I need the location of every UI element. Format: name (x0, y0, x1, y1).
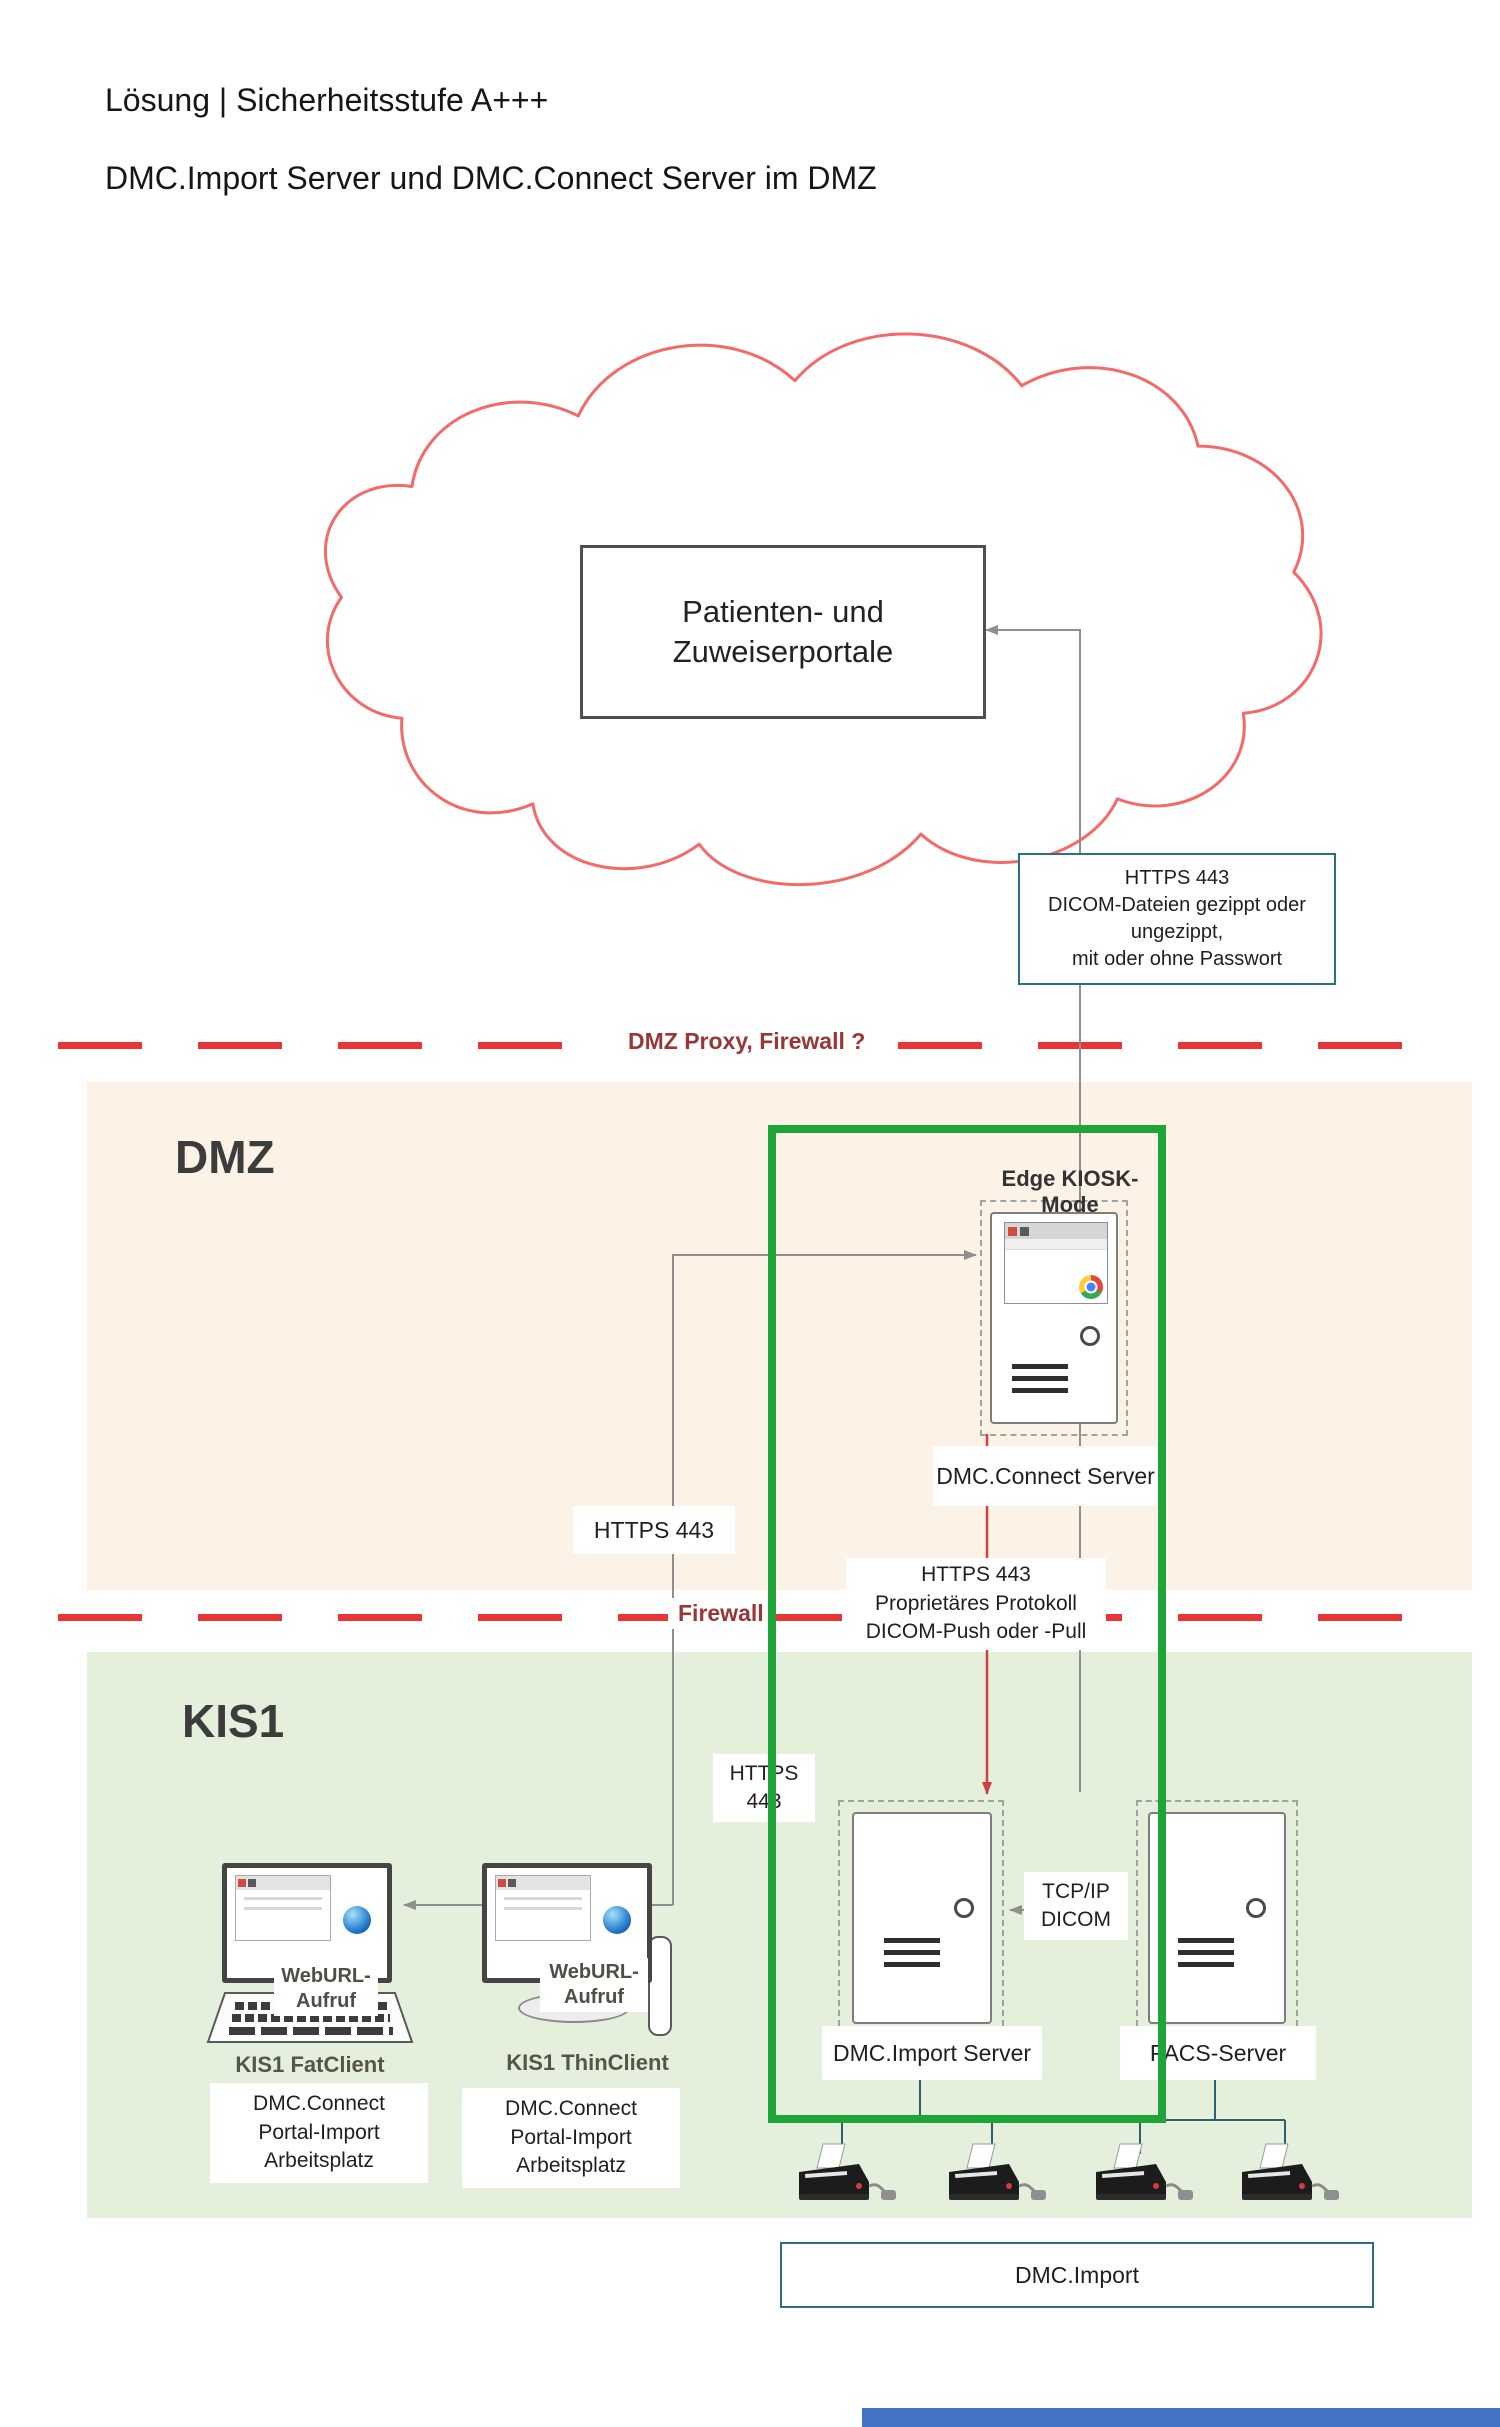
secure-zone-frame (768, 1125, 1166, 2123)
weburl-thin-label: WebURL- Aufruf (540, 1958, 648, 2012)
tcpip-l1: TCP/IP (1042, 1879, 1110, 1903)
https-prop-l3: DICOM-Push oder -Pull (865, 1620, 1087, 1644)
https-kis-l1: HTTPS (729, 1761, 799, 1785)
weburl-fat-l1: WebURL- (281, 1965, 371, 1987)
server-tower-icon (990, 1212, 1118, 1424)
https-connect-label: HTTPS 443 (573, 1506, 735, 1554)
edge-logo-icon (343, 1906, 371, 1934)
thinclient-label: KIS1 ThinClient (506, 2050, 669, 2075)
arbeitsplatz-thin-l3: Arbeitsplatz (516, 2154, 626, 2178)
dmc-connect-server-label: DMC.Connect Server (933, 1446, 1158, 1506)
power-button-icon (1080, 1326, 1100, 1346)
portal-label-line1: Patienten- und (682, 593, 884, 629)
https-portal-annotation: HTTPS 443 DICOM-Dateien gezippt oder ung… (1018, 853, 1336, 985)
https-prop-l2: Proprietäres Protokoll (875, 1591, 1077, 1615)
mini-browser-icon (495, 1875, 591, 1941)
arbeitsplatz-thin-l2: Portal-Import (510, 2125, 632, 2149)
https-portal-l3: ungezippt, (1130, 921, 1224, 943)
fatclient-label: KIS1 FatClient (235, 2052, 385, 2077)
https-proprietary-annotation: HTTPS 443 Proprietäres Protokoll DICOM-P… (846, 1558, 1106, 1650)
pacs-server-node (1136, 1800, 1298, 2036)
edge-browser-icon (1004, 1222, 1108, 1304)
scanner-icon (1242, 2143, 1339, 2200)
https-kis-label: HTTPS 443 (713, 1754, 815, 1822)
https-prop-l1: HTTPS 443 (921, 1563, 1031, 1587)
arbeitsplatz-thin-l1: DMC.Connect (505, 2097, 637, 2121)
footer-accent-bar (862, 2408, 1500, 2427)
firewall-label: Firewall (668, 1598, 774, 1629)
portal-node: Patienten- und Zuweiserportale (580, 545, 986, 719)
fatclient-workstation-label: DMC.Connect Portal-Import Arbeitsplatz (210, 2083, 428, 2183)
dmc-import-server-node (838, 1800, 1004, 2036)
arbeitsplatz-fat-l1: DMC.Connect (253, 2092, 385, 2116)
https-portal-l4: mit oder ohne Passwort (1071, 948, 1283, 970)
server-tower-icon (1148, 1812, 1286, 2024)
page-title: Lösung | Sicherheitsstufe A+++ (105, 82, 549, 118)
dmz-zone-label: DMZ (175, 1131, 275, 1183)
weburl-fat-label: WebURL- Aufruf (274, 1962, 378, 2016)
edge-kiosk-mode-label: Edge KIOSK-Mode (1001, 1166, 1139, 1217)
chrome-logo-icon (1079, 1275, 1103, 1299)
weburl-line-to-edge-server (672, 1250, 977, 1905)
scanner-icon (1096, 2143, 1193, 2200)
page-subtitle: DMC.Import Server und DMC.Connect Server… (105, 160, 877, 196)
power-button-icon (954, 1898, 974, 1918)
dmc-import-group-box: DMC.Import (780, 2242, 1374, 2308)
dmz-zone: DMZ (87, 1082, 1472, 1590)
server-vents-icon (1012, 1364, 1068, 1400)
tcpip-dicom-label: TCP/IP DICOM (1024, 1872, 1128, 1940)
https-portal-l2: DICOM-Dateien gezippt oder (1048, 894, 1306, 916)
power-button-icon (1246, 1898, 1266, 1918)
server-vents-icon (884, 1938, 940, 1974)
server-vents-icon (1178, 1938, 1234, 1974)
kis1-zone-label: KIS1 (182, 1695, 285, 1747)
thinclient-workstation-label: DMC.Connect Portal-Import Arbeitsplatz (462, 2088, 680, 2188)
scanner-icon (799, 2143, 896, 2200)
weburl-thin-l1: WebURL- (549, 1961, 639, 1983)
portal-label-line2: Zuweiserportale (672, 634, 894, 669)
edge-logo-icon (603, 1906, 631, 1934)
tcpip-l2: DICOM (1041, 1908, 1111, 1931)
https-portal-l1: HTTPS 443 (1124, 867, 1230, 889)
server-tower-icon (852, 1812, 992, 2024)
weburl-thin-l2: Aufruf (564, 1986, 624, 2008)
arbeitsplatz-fat-l2: Portal-Import (258, 2120, 380, 2144)
dmc-connect-server-node (980, 1200, 1128, 1436)
thinclient-tower-icon (648, 1936, 672, 2036)
mini-browser-icon (235, 1875, 331, 1941)
pacs-server-label: PACS-Server (1120, 2026, 1316, 2080)
dmz-boundary-label: DMZ Proxy, Firewall ? (618, 1026, 876, 1057)
scanner-icon (949, 2143, 1046, 2200)
weburl-fat-l2: Aufruf (296, 1990, 356, 2012)
arbeitsplatz-fat-l3: Arbeitsplatz (264, 2149, 374, 2173)
dmc-import-server-label: DMC.Import Server (822, 2026, 1042, 2080)
